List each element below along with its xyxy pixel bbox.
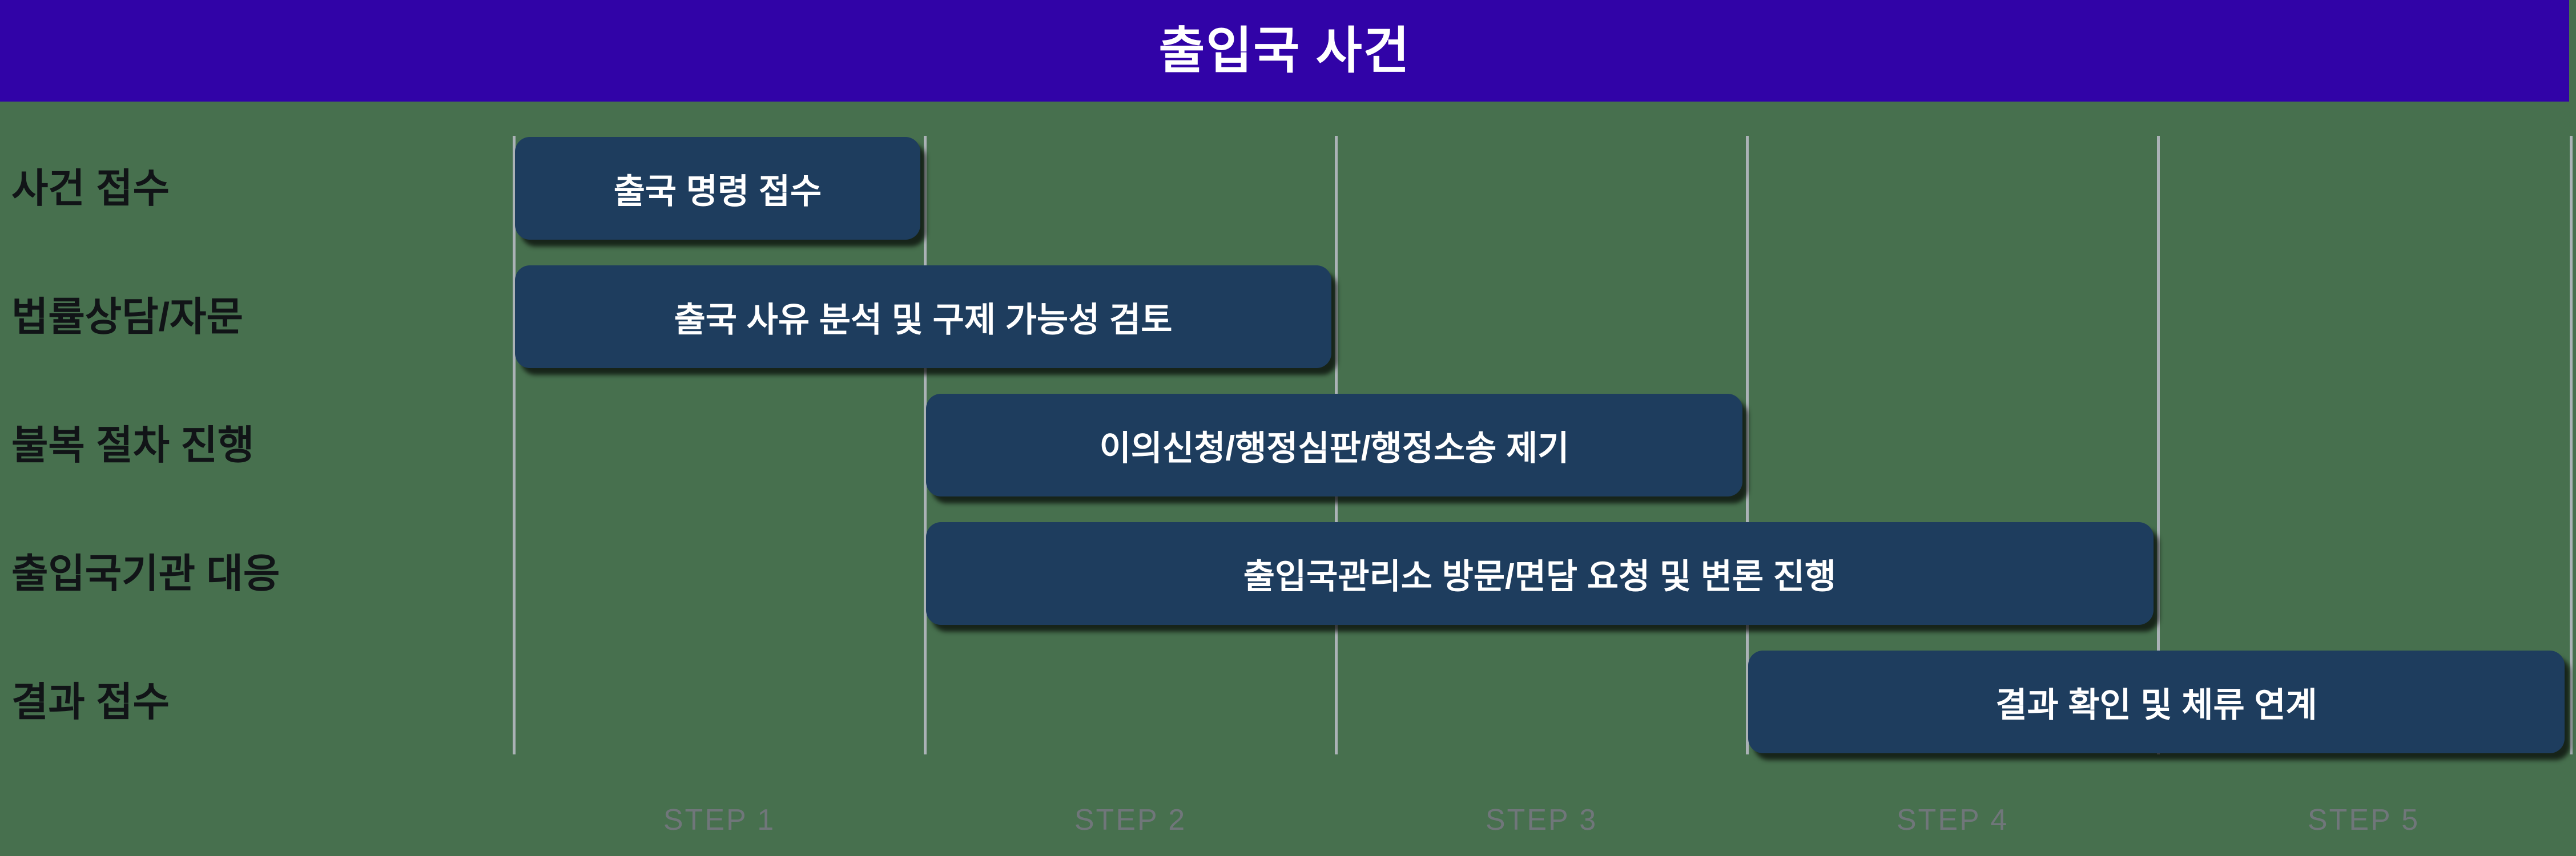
gantt-bar-label: 이의신청/행정심판/행정소송 제기 [1099, 429, 1569, 467]
gantt-bar: 출국 사유 분석 및 구제 가능성 검토 [515, 265, 1331, 368]
gridline [924, 136, 927, 754]
gantt-bar: 결과 확인 및 체류 연계 [1748, 651, 2565, 753]
row-label: 법률상담/자문 [11, 294, 243, 339]
gantt-bar: 출국 명령 접수 [515, 137, 920, 240]
page-title: 출입국 사건 [1158, 22, 1411, 79]
gantt-bar: 출입국관리소 방문/면담 요청 및 변론 진행 [926, 522, 2154, 625]
gantt-bar-label: 출국 명령 접수 [613, 172, 822, 211]
step-label: STEP 2 [1074, 803, 1187, 837]
gantt-bar-label: 출국 사유 분석 및 구제 가능성 검토 [674, 300, 1173, 339]
step-label: STEP 4 [1896, 803, 2009, 837]
row-label: 사건 접수 [11, 166, 170, 211]
step-label: STEP 5 [2307, 803, 2420, 837]
gantt-bar-label: 결과 확인 및 체류 연계 [1995, 685, 2317, 724]
gridline [2157, 136, 2160, 754]
step-label: STEP 3 [1485, 803, 1598, 837]
row-label: 출입국기관 대응 [11, 551, 280, 596]
gantt-bar: 이의신청/행정심판/행정소송 제기 [926, 394, 1742, 496]
gantt-bar-label: 출입국관리소 방문/면담 요청 및 변론 진행 [1243, 557, 1837, 596]
gridline [1746, 136, 1749, 754]
row-label: 불복 절차 진행 [11, 423, 255, 467]
step-label: STEP 1 [663, 803, 776, 837]
gridline [513, 136, 516, 754]
row-label: 결과 접수 [11, 680, 170, 724]
title-banner: 출입국 사건 [0, 0, 2569, 102]
gridline [2570, 136, 2573, 754]
